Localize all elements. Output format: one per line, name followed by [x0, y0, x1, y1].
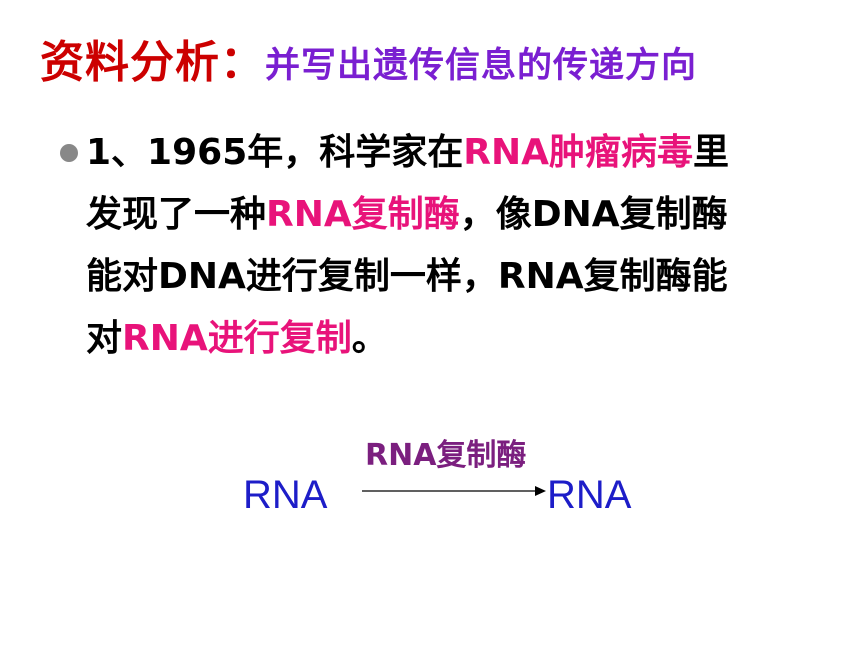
bullet-dot-icon [60, 144, 78, 162]
title-main: 资料分析： [40, 37, 265, 88]
slide-title: 资料分析：并写出遗传信息的传递方向 [40, 26, 697, 90]
bullet-paragraph: 1、1965年，科学家在RNA肿瘤病毒里发现了一种RNA复制酶，像DNA复制酶能… [86, 122, 756, 370]
rna-source-label: RNA [243, 473, 328, 517]
text-segment-7: 。 [351, 318, 388, 359]
rna-target-label: RNA [547, 473, 632, 517]
text-segment-3: 里发现了一种 [86, 132, 729, 235]
highlight-rna-replication: RNA进行复制 [122, 318, 352, 359]
text-segment-1: 1、1965年，科学家在 [86, 132, 464, 173]
text-segment-5: ，像DNA复制酶能对DNA进行复制一样，RNA复制酶能对 [86, 194, 728, 359]
content-body: 1、1965年，科学家在RNA肿瘤病毒里发现了一种RNA复制酶，像DNA复制酶能… [60, 122, 760, 370]
enzyme-label: RNA复制酶 [365, 438, 527, 473]
arrow-right-icon [362, 486, 546, 496]
highlight-rna-tumor-virus: RNA肿瘤病毒 [463, 132, 693, 173]
title-subtitle: 并写出遗传信息的传递方向 [265, 46, 698, 86]
highlight-rna-replicase: RNA复制酶 [266, 194, 460, 235]
